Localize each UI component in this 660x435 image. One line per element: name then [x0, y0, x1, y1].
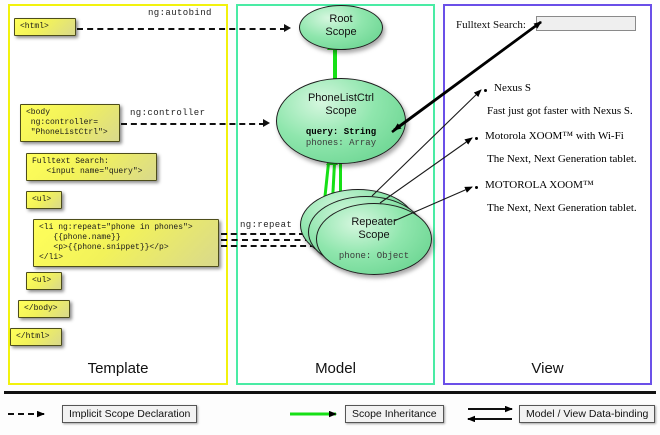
code-box-ul-close: <ul>: [26, 272, 62, 290]
ng-controller-arrow-icon: [263, 119, 270, 127]
scope-phonelistctrl-prop-query: query: String: [305, 127, 377, 137]
code-box-html-open: <html>: [14, 18, 76, 36]
legend-label-implicit-scope-declaration: Implicit Scope Declaration: [62, 405, 198, 423]
code-box-fulltext-search: Fulltext Search: <input name="query">: [26, 153, 157, 181]
code-box-li-ng-repeat: <li ng:repeat="phone in phones"> {{phone…: [33, 219, 219, 267]
scope-phonelistctrl: PhoneListCtrl Scope query: String phones…: [276, 78, 406, 164]
view-search-input[interactable]: [536, 16, 636, 31]
legend-label-model-view-data-binding: Model / View Data-binding: [519, 405, 656, 423]
scope-phonelistctrl-title-line1: PhoneListCtrl: [307, 92, 375, 104]
ng-repeat-dashed-line-1: [221, 233, 305, 235]
code-box-ul-open: <ul>: [26, 191, 62, 209]
footer-divider: [4, 391, 656, 394]
code-box-body-controller: <body ng:controller= "PhoneListCtrl">: [20, 104, 120, 142]
scope-root: Root Scope: [299, 5, 383, 50]
ng-repeat-dashed-line-2: [221, 239, 311, 241]
connector-label-ng-controller: ng:controller: [130, 108, 206, 118]
code-box-body-close: </body>: [18, 300, 70, 318]
view-list-bullet-3: [475, 186, 478, 189]
column-label-model: Model: [315, 360, 356, 377]
ng-repeat-dashed-line-3: [221, 245, 316, 247]
scope-root-title-line2: Scope: [325, 26, 357, 38]
scope-root-title-line1: Root: [329, 13, 353, 25]
view-list-bullet-2: [475, 137, 478, 140]
view-item-name-2: Motorola XOOM™ with Wi-Fi: [485, 130, 624, 142]
column-label-template: Template: [87, 360, 149, 377]
legend-label-scope-inheritance: Scope Inheritance: [345, 405, 444, 423]
inheritance-line-phonelistctrl-to-root: [333, 48, 337, 86]
view-list-bullet-1: [484, 89, 487, 92]
view-item-name-1: Nexus S: [494, 82, 531, 94]
scope-repeater: Repeater Scope phone: Object: [316, 203, 432, 275]
scope-phonelistctrl-prop-phones: phones: Array: [305, 138, 377, 148]
scope-phonelistctrl-title-line2: Scope: [325, 105, 357, 117]
scope-repeater-title-line2: Scope: [358, 229, 390, 241]
code-box-html-close: </html>: [10, 328, 62, 346]
view-search-label: Fulltext Search:: [456, 19, 526, 31]
column-label-view: View: [531, 360, 564, 377]
view-item-snippet-1: Fast just got faster with Nexus S.: [487, 105, 633, 117]
scope-repeater-prop-phone: phone: Object: [338, 251, 410, 261]
view-item-snippet-2: The Next, Next Generation tablet.: [487, 153, 637, 165]
view-item-snippet-3: The Next, Next Generation tablet.: [487, 202, 637, 214]
ng-autobind-dashed-line: [77, 28, 286, 30]
connector-label-ng-repeat: ng:repeat: [240, 220, 293, 230]
ng-autobind-arrow-icon: [284, 24, 291, 32]
column-view: View: [443, 4, 652, 385]
connector-label-ng-autobind: ng:autobind: [148, 8, 212, 18]
scope-repeater-title-line1: Repeater: [351, 216, 397, 228]
view-item-name-3: MOTOROLA XOOM™: [485, 179, 594, 191]
ng-controller-dashed-line: [121, 123, 265, 125]
